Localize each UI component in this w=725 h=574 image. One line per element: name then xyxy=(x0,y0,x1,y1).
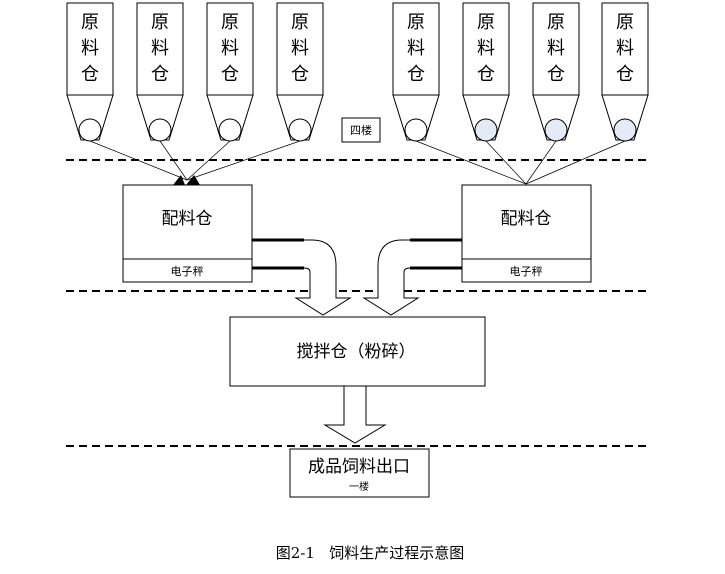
flow-arrow-right xyxy=(362,238,463,316)
raw-bin-label-char: 料 xyxy=(477,38,495,59)
discharge-valve xyxy=(404,118,428,142)
discharge-valve xyxy=(148,118,172,142)
raw-bin-label-char: 仓 xyxy=(291,64,309,85)
discharge-valve xyxy=(288,118,312,142)
raw-bin-label-char: 仓 xyxy=(407,64,425,85)
batching-bin-label: 配料仓 xyxy=(501,209,552,229)
raw-material-bin: 原料仓 xyxy=(601,2,649,142)
feed-line xyxy=(186,140,231,181)
raw-bin-label-char: 仓 xyxy=(547,64,565,85)
raw-material-bin: 原料仓 xyxy=(276,2,324,142)
batching-bin-right: 配料仓 电子秤 xyxy=(461,184,592,283)
raw-bin-label-char: 原 xyxy=(477,12,495,33)
raw-bin-label-char: 料 xyxy=(81,38,99,59)
raw-material-bin: 原料仓 xyxy=(392,2,440,142)
feed-line xyxy=(525,140,626,185)
raw-bin-label-char: 料 xyxy=(547,38,565,59)
raw-material-bin: 原料仓 xyxy=(206,2,254,142)
arrowhead-right xyxy=(186,175,200,185)
raw-bin-label-char: 料 xyxy=(616,38,634,59)
raw-bin-label-char: 仓 xyxy=(151,64,169,85)
discharge-valve xyxy=(78,118,102,142)
arrowhead-left xyxy=(173,175,185,185)
floor-top-label: 四楼 xyxy=(350,123,372,137)
floor-bottom-label: 一楼 xyxy=(349,480,369,493)
raw-bin-label-char: 原 xyxy=(616,12,634,33)
batching-bin-left: 配料仓 电子秤 xyxy=(122,184,253,283)
scale-label: 电子秤 xyxy=(171,265,204,278)
feed-line xyxy=(415,140,527,185)
raw-bin-label-char: 原 xyxy=(221,12,239,33)
discharge-valve xyxy=(474,118,498,142)
raw-bin-label-char: 原 xyxy=(151,12,169,33)
feed-line xyxy=(186,140,301,181)
discharge-valve xyxy=(218,118,242,142)
floor-top-box xyxy=(341,117,381,143)
feed-line xyxy=(485,140,527,185)
raw-bin-label-char: 原 xyxy=(407,12,425,33)
flow-arrow-left xyxy=(251,238,352,316)
batching-bin-label: 配料仓 xyxy=(162,209,213,229)
figure-caption: 图2-1 饲料生产过程示意图 xyxy=(276,544,464,562)
feed-lines xyxy=(89,140,626,185)
output-box xyxy=(289,448,430,498)
flow-arrow-down xyxy=(323,385,387,444)
discharge-valve xyxy=(544,118,568,142)
raw-bin-label-char: 仓 xyxy=(221,64,239,85)
floor-separators xyxy=(66,159,650,447)
scale-label: 电子秤 xyxy=(510,265,543,278)
raw-material-bin: 原料仓 xyxy=(66,2,114,142)
output-label: 成品饲料出口 xyxy=(308,457,410,477)
raw-bin-label-char: 原 xyxy=(547,12,565,33)
raw-bin-label-char: 仓 xyxy=(477,64,495,85)
raw-material-bin: 原料仓 xyxy=(462,2,510,142)
raw-bin-label-char: 原 xyxy=(81,12,99,33)
feed-line xyxy=(525,140,557,185)
raw-material-bin: 原料仓 xyxy=(532,2,580,142)
raw-bin-label-char: 料 xyxy=(291,38,309,59)
raw-bin-label-char: 仓 xyxy=(81,64,99,85)
mixer-label: 搅拌仓（粉碎） xyxy=(297,342,416,362)
mixer-box xyxy=(229,316,486,387)
raw-bin-label-char: 仓 xyxy=(616,64,634,85)
raw-bin-label-char: 料 xyxy=(151,38,169,59)
raw-bin-label-char: 料 xyxy=(221,38,239,59)
discharge-valve xyxy=(613,118,637,142)
raw-bin-label-char: 料 xyxy=(407,38,425,59)
raw-bin-label-char: 原 xyxy=(291,12,309,33)
raw-material-bin: 原料仓 xyxy=(136,2,184,142)
